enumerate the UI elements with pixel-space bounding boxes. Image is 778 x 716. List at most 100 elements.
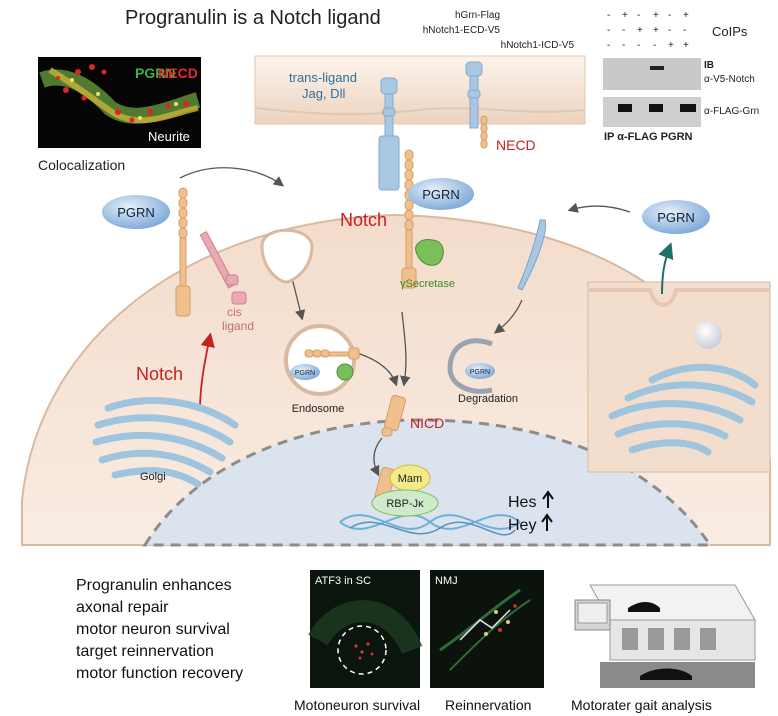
pgrn-right-label: PGRN [657, 210, 695, 225]
endosome-secretase [336, 363, 354, 381]
arrow-endosome-to-nicd [353, 351, 399, 387]
svg-text:+: + [622, 10, 628, 21]
hey-up-arrow-icon [541, 513, 553, 531]
golgi-right [608, 363, 759, 456]
blot-band2-label: α-FLAG-Grn [704, 106, 759, 117]
nicd-fragment [381, 394, 406, 437]
notch-receptor-left [175, 187, 191, 317]
outcome-heading: Progranulin enhances [76, 577, 232, 594]
gamma-secretase [415, 239, 444, 266]
figure-title: Progranulin is a Notch ligand [125, 7, 381, 29]
inset-neurite-label: Neurite [148, 129, 190, 144]
svg-text:-: - [607, 25, 610, 36]
pgrn-left-label: PGRN [117, 205, 155, 220]
arrow-to-degradation [493, 299, 523, 334]
panel-nmj-image [430, 570, 544, 688]
nicd-label: NICD [410, 415, 444, 431]
arrow-pgrn-to-endocytosis [179, 167, 285, 187]
svg-text:-: - [668, 25, 671, 36]
panel-nmj-caption: Reinnervation [445, 697, 531, 713]
svg-text:-: - [622, 25, 625, 36]
svg-text:-: - [622, 40, 625, 51]
outcome-item: motor function recovery [76, 665, 243, 682]
trans-ligand-dll [465, 61, 483, 129]
endosome [284, 324, 356, 396]
arrow-golgi-to-membrane [199, 332, 215, 411]
panel-atf3-image [308, 570, 423, 688]
necd-fragment [480, 115, 488, 149]
svg-text:+: + [653, 25, 659, 36]
degradation-lysosome [447, 338, 493, 394]
blot-row-label: hGrn-Flag [455, 10, 500, 21]
rbp-label: RBP-Jκ [386, 498, 424, 510]
blot-ip-label: IP α-FLAG PGRN [604, 131, 693, 143]
hey-label: Hey [508, 517, 536, 534]
svg-text:-: - [637, 10, 640, 21]
trans-ligand-jag [378, 77, 400, 191]
inset-pgrn-label: PGRN [135, 65, 175, 81]
arrow-notch-to-nicd [400, 311, 411, 387]
endosome-label: Endosome [292, 403, 345, 415]
inset-necd-label: NECD [158, 65, 198, 81]
pgrn-top [408, 178, 474, 210]
svg-text:+: + [653, 10, 659, 21]
arrow-pgrn-right-to-ligand [567, 202, 631, 213]
blot-sign-table: hGrn-Flag hNotch1-ECD-V5 hNotch1-ICD-V5 … [423, 10, 689, 51]
panel-atf3-caption: Motoneuron survival [294, 697, 420, 713]
notch-receptor-center [401, 149, 417, 289]
cis-ligand [199, 230, 247, 305]
panel-atf3-label: ATF3 in SC [315, 575, 371, 587]
outcome-item: target reinnervation [76, 643, 214, 660]
outcome-item: axonal repair [76, 599, 169, 616]
blot-row-label: hNotch1-ECD-V5 [423, 25, 501, 36]
necd-label: NECD [496, 137, 536, 153]
trans-ligand-label: trans-ligand [289, 70, 357, 85]
endosome-pgrn [290, 364, 320, 380]
svg-text:-: - [653, 40, 656, 51]
svg-text:+: + [668, 40, 674, 51]
svg-text:-: - [607, 10, 610, 21]
outcome-item: motor neuron survival [76, 621, 230, 638]
golgi-label: Golgi [140, 471, 166, 483]
pgrn-right [642, 200, 710, 234]
inset-caption: Colocalization [38, 157, 125, 173]
degradation-pgrn-label: PGRN [470, 369, 490, 376]
secreted-ligand [517, 219, 547, 291]
panel-motorater-image [568, 575, 758, 693]
rbp-jk-protein [371, 489, 439, 517]
svg-text:+: + [683, 40, 689, 51]
svg-text:-: - [637, 40, 640, 51]
jag-dll-label: Jag, Dll [302, 86, 345, 101]
blot-band-panel-1 [603, 58, 701, 90]
svg-text:-: - [668, 10, 671, 21]
notch-left-label: Notch [136, 364, 183, 384]
endosome-pgrn-label: PGRN [295, 370, 315, 377]
panel-motorater-caption: Motorater gait analysis [571, 697, 712, 713]
degradation-pgrn [465, 363, 495, 379]
cis-label: cis [227, 305, 242, 319]
secretory-vesicle [694, 321, 722, 349]
notch-center-label: Notch [340, 210, 387, 230]
gamma-secretase-label: γSecretase [400, 278, 455, 290]
endosome-notch [304, 347, 360, 360]
svg-text:+: + [683, 10, 689, 21]
blot-ib-label: IB [704, 60, 714, 71]
degradation-label: Degradation [458, 393, 518, 405]
svg-text:-: - [683, 25, 686, 36]
svg-text:-: - [607, 40, 610, 51]
arrow-endocytosis-to-endosome [291, 277, 306, 321]
pgrn-top-label: PGRN [422, 187, 460, 202]
hes-label: Hes [508, 494, 536, 511]
svg-text:+: + [637, 25, 643, 36]
blot-coips-label: CoIPs [712, 24, 748, 39]
arrow-nicd-to-nucleus [369, 437, 383, 477]
ligand-label: ligand [222, 319, 254, 333]
mam-label: Mam [398, 473, 422, 485]
pgrn-left [102, 195, 170, 229]
blot-band1-label: α-V5-Notch [704, 74, 755, 85]
golgi-left [92, 397, 239, 488]
endocytic-pit [260, 228, 314, 284]
arrow-secretion [658, 242, 674, 295]
blot-row-label: hNotch1-ICD-V5 [501, 40, 575, 51]
